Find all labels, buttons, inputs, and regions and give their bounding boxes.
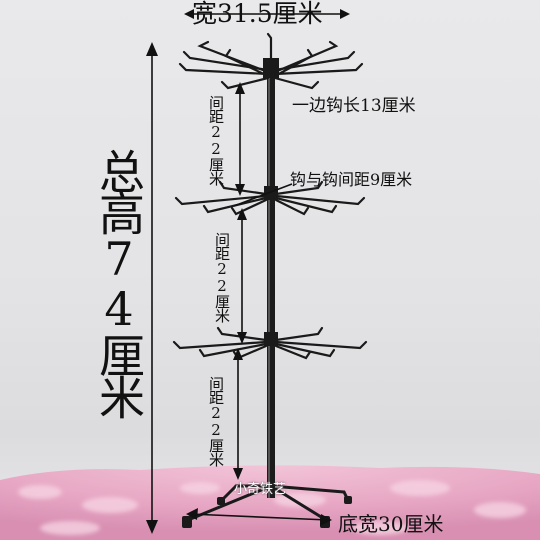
hook-tier-top [178, 32, 364, 90]
tier-spacing-label-3: 间距22厘米 [207, 376, 225, 466]
tier-spacing-label-1: 间距22厘米 [207, 95, 225, 185]
watermark-text: 小奇铁艺 [234, 482, 287, 497]
top-width-label: 宽31.5厘米 [192, 0, 323, 28]
dimension-lines [146, 9, 350, 534]
hook-tier-middle [174, 180, 366, 216]
pink-carpet [0, 465, 540, 540]
center-pole [263, 58, 279, 498]
hook-spacing-label: 钩与钩间距9厘米 [290, 170, 413, 189]
base-width-label: 底宽30厘米 [338, 512, 444, 536]
hook-length-label: 一边钩长13厘米 [292, 96, 416, 116]
tier-spacing-label-2: 间距22厘米 [213, 232, 231, 322]
total-height-label: 总高74厘米 [92, 148, 146, 416]
